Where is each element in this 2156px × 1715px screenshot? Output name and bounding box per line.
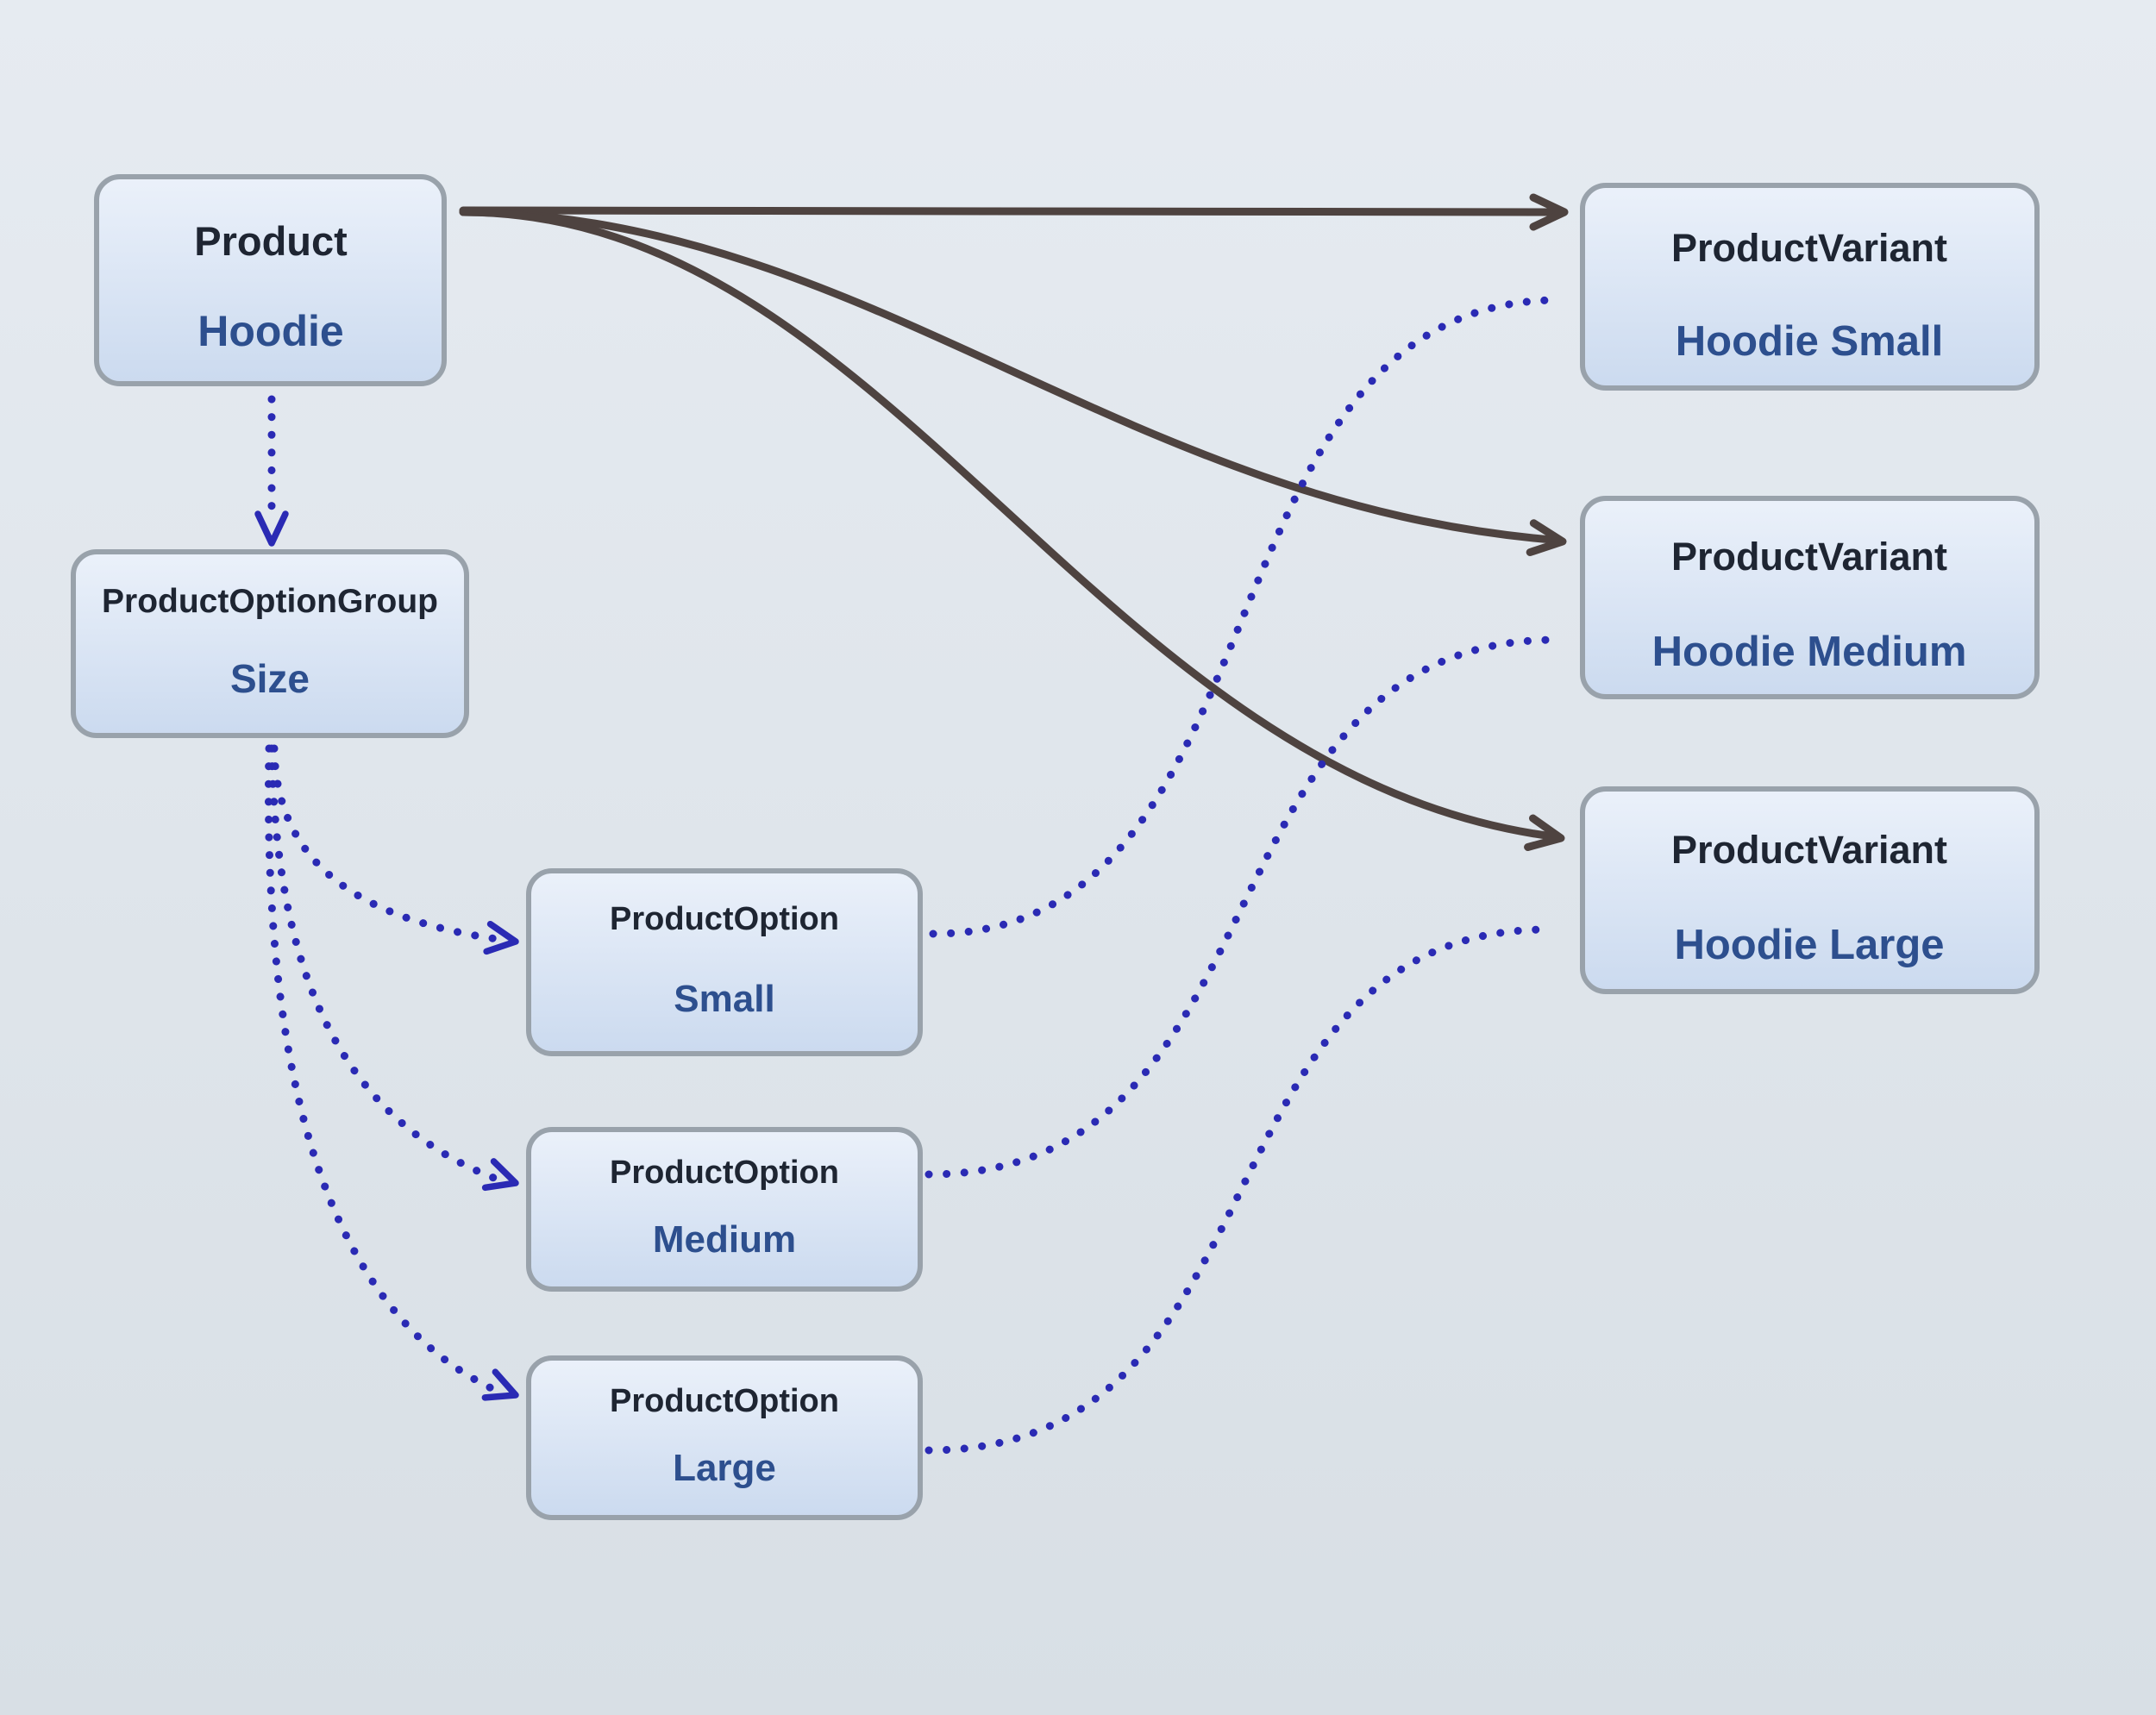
edge-option-large-variant-large bbox=[924, 925, 1552, 1455]
node-variant-medium-box bbox=[1580, 496, 2040, 699]
edge-option-medium-variant-medium bbox=[924, 635, 1561, 1179]
arrowhead-option-group-option-small bbox=[483, 920, 519, 955]
node-variant-small: ProductVariant Hoodie Small bbox=[1580, 183, 2040, 391]
edge-group-product-to-variants bbox=[459, 193, 1569, 851]
node-variant-medium-label: Hoodie Medium bbox=[1652, 629, 1967, 675]
node-option-group-box bbox=[71, 549, 469, 738]
edge-option-group-option-medium bbox=[267, 744, 507, 1186]
node-option-small-type: ProductOption bbox=[610, 901, 839, 937]
edge-group-product-to-option-group bbox=[254, 395, 289, 547]
edge-option-small-variant-small bbox=[929, 296, 1564, 938]
node-option-medium-type: ProductOption bbox=[610, 1155, 839, 1191]
arrowhead-product-variant-medium bbox=[1526, 519, 1567, 556]
arrowhead-product-variant-small bbox=[1529, 193, 1569, 231]
node-product-label: Hoodie bbox=[197, 307, 343, 355]
node-variant-large-box bbox=[1580, 786, 2040, 994]
arrowhead-option-group-option-large bbox=[481, 1368, 519, 1401]
edge-product-variant-medium bbox=[459, 208, 1557, 544]
node-option-group-label: Size bbox=[230, 656, 310, 701]
node-option-large-box bbox=[526, 1355, 923, 1520]
node-variant-small-box bbox=[1580, 183, 2040, 391]
edge-option-group-option-small bbox=[270, 744, 507, 944]
node-option-group-type: ProductOptionGroup bbox=[102, 583, 438, 620]
node-variant-small-label: Hoodie Small bbox=[1676, 318, 1943, 365]
node-product-box bbox=[94, 174, 447, 386]
node-product: Product Hoodie bbox=[94, 174, 447, 386]
node-option-large: ProductOption Large bbox=[526, 1355, 923, 1520]
node-option-large-label: Large bbox=[673, 1447, 776, 1489]
node-variant-large: ProductVariant Hoodie Large bbox=[1580, 786, 2040, 994]
node-product-type: Product bbox=[194, 218, 348, 264]
node-variant-medium: ProductVariant Hoodie Medium bbox=[1580, 496, 2040, 699]
node-option-group: ProductOptionGroup Size bbox=[71, 549, 469, 738]
edge-group-option-group-to-options bbox=[264, 744, 519, 1401]
node-option-small: ProductOption Small bbox=[526, 868, 923, 1056]
arrowhead-product-option-group bbox=[254, 510, 289, 547]
node-option-medium-box bbox=[526, 1127, 923, 1292]
node-option-small-label: Small bbox=[674, 978, 774, 1020]
node-variant-large-type: ProductVariant bbox=[1671, 828, 1947, 872]
node-option-medium: ProductOption Medium bbox=[526, 1127, 923, 1292]
edge-product-variant-small bbox=[459, 206, 1562, 216]
node-option-medium-label: Medium bbox=[653, 1218, 796, 1261]
edge-option-group-option-large bbox=[264, 744, 507, 1398]
edge-product-variant-large bbox=[459, 208, 1557, 841]
node-variant-small-type: ProductVariant bbox=[1671, 226, 1947, 270]
edge-group-options-to-variants bbox=[924, 296, 1564, 1455]
arrowhead-option-group-option-medium bbox=[481, 1158, 519, 1192]
node-option-small-box bbox=[526, 868, 923, 1056]
node-variant-large-label: Hoodie Large bbox=[1674, 922, 1944, 968]
node-variant-medium-type: ProductVariant bbox=[1671, 535, 1947, 579]
node-option-large-type: ProductOption bbox=[610, 1383, 839, 1419]
arrowhead-product-variant-large bbox=[1524, 814, 1565, 851]
